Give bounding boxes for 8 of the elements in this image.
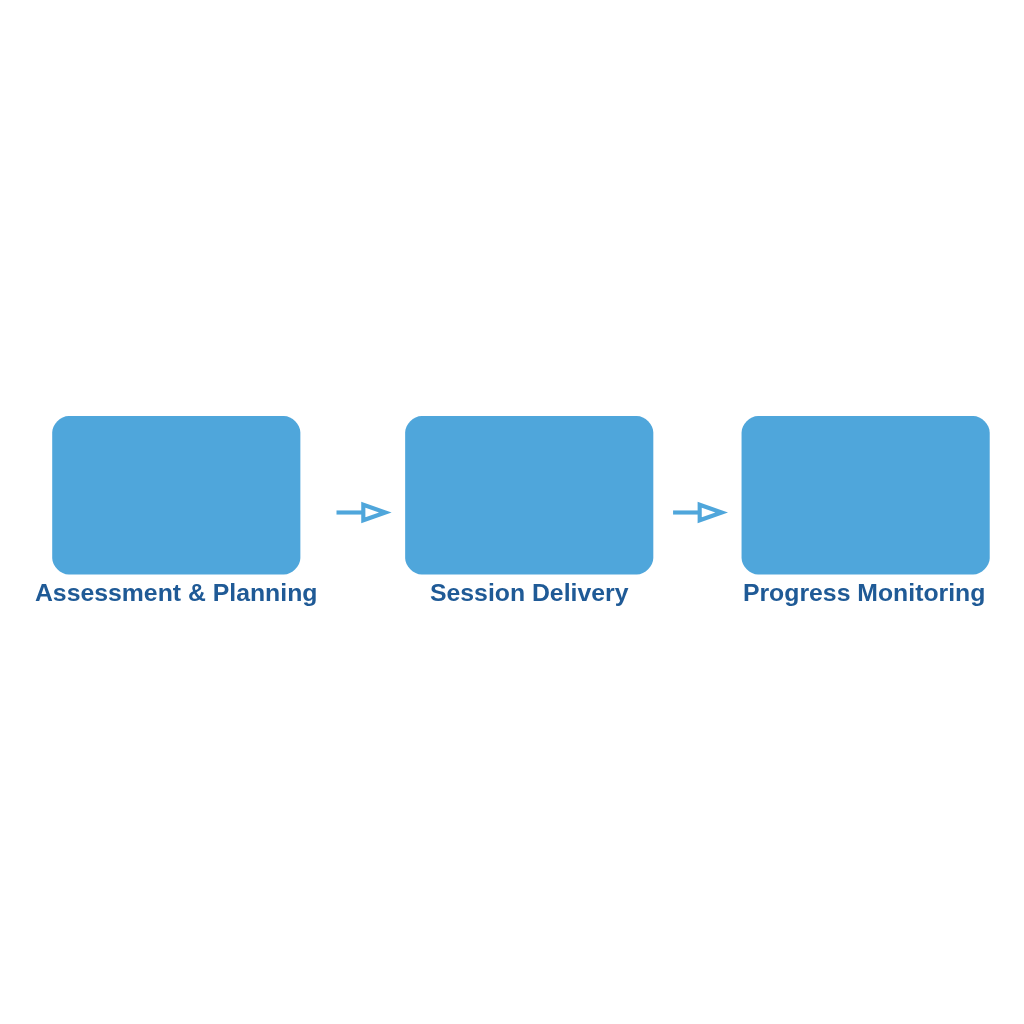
node-box — [741, 415, 990, 575]
node-label: Assessment & Planning — [34, 578, 318, 606]
node-label: Session Delivery — [429, 578, 629, 606]
node-label: Progress Monitoring — [742, 578, 986, 606]
arrow — [673, 501, 728, 523]
node-box — [405, 415, 654, 575]
node-box — [52, 415, 301, 575]
arrow — [336, 501, 392, 523]
